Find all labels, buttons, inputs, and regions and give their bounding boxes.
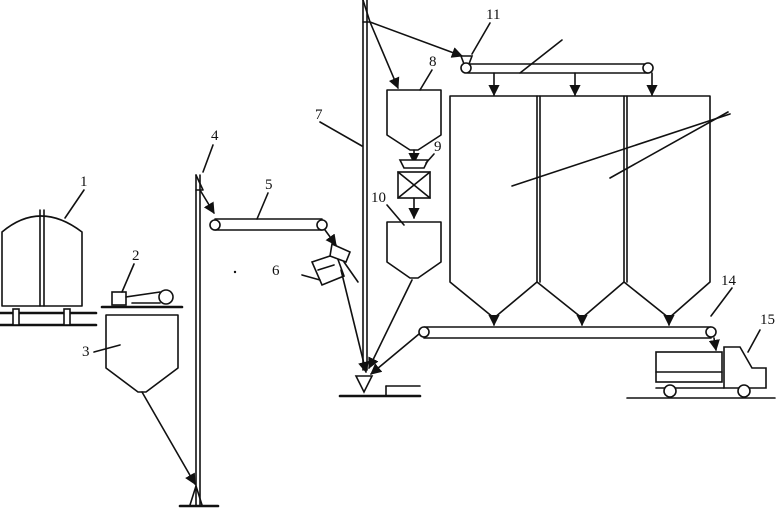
bucket-elevator-left — [178, 174, 220, 508]
bottom-conveyor — [370, 287, 733, 375]
label-15: 15 — [760, 312, 775, 328]
label-1: 1 — [80, 174, 88, 190]
bin-10 — [368, 221, 442, 370]
bin-8 — [386, 89, 442, 165]
silo-battery — [449, 95, 731, 327]
scale — [397, 153, 435, 220]
label-2: 2 — [132, 248, 140, 264]
truck — [626, 329, 776, 399]
label-6: 6 — [272, 263, 280, 279]
label-10: 10 — [371, 190, 386, 206]
label-5: 5 — [265, 177, 273, 193]
label-7: 7 — [315, 107, 323, 123]
railway-car — [0, 209, 98, 327]
label-3: 3 — [82, 344, 90, 360]
top-conveyor — [459, 39, 658, 97]
callout-labels: 1 2 3 4 5 6 7 8 9 10 11 14 15 — [64, 7, 775, 360]
separator — [301, 242, 370, 374]
stray-dot — [233, 270, 237, 274]
label-8: 8 — [429, 54, 437, 70]
label-9: 9 — [434, 139, 442, 155]
bucket-elevator-main — [319, 0, 464, 398]
receiving-hopper — [105, 314, 196, 485]
belt-conveyor-left — [209, 218, 337, 246]
label-11: 11 — [486, 7, 500, 23]
drive-motor — [100, 289, 184, 309]
label-4: 4 — [211, 128, 219, 144]
label-14: 14 — [721, 273, 737, 289]
